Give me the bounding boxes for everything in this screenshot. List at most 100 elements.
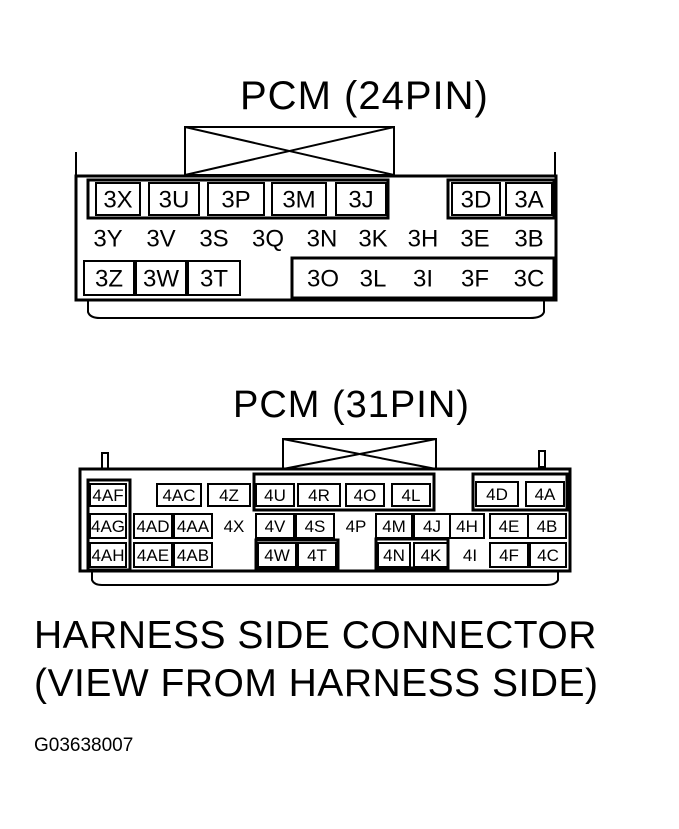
connector-31pin-pin-cavity [173,542,213,568]
connector-31pin-pin-4f: 4F [499,546,519,565]
connector-31pin-pin-cavity [173,513,213,539]
connector-31pin-pin-4h: 4H [456,517,478,536]
connector-24pin-pin-cavity [505,182,553,216]
connector-24pin-pin-3l: 3L [360,266,387,293]
connector-31pin-pin-cavity [257,542,297,568]
connector-31pin-pin-4p: 4P [346,517,367,536]
connector-31pin-pin-cavity [295,513,335,539]
connector-24pin-pin-cavity [187,260,241,296]
connector-31pin-pin-4n: 4N [383,546,405,565]
connector-31pin-pin-cavity [89,513,127,539]
connector-24pin-pin-3k: 3K [358,226,387,253]
connector-24pin-pin-3d: 3D [461,187,492,214]
connector-31pin-pin-cavity [255,483,295,507]
connector-24pin-pin-3f: 3F [461,266,489,293]
connector-24pin-pin-3v: 3V [146,226,175,253]
connector-31pin-pin-4ag: 4AG [91,517,125,536]
connector-31pin-pin-cavity [489,542,529,568]
connector-24pin-pin-3i: 3I [413,266,433,293]
connector-24pin-pin-cavity [271,182,327,216]
connector-31pin-pin-cavity [525,481,565,507]
connector-24pin-pin-3h: 3H [408,226,439,253]
connector-24pin-pin-cavity [207,182,265,216]
connector-31pin-pin-4e: 4E [499,517,520,536]
connector-24pin-pin-3n: 3N [307,226,338,253]
connector-31pin-pin-cavity [345,483,385,507]
connector-24pin-pin-3o: 3O [307,266,339,293]
connector-24pin-pin-3z: 3Z [95,266,123,293]
connector-31pin-pin-4z: 4Z [219,486,239,505]
connector-31pin-group [252,472,436,512]
connector-31pin-pin-4b: 4B [537,517,558,536]
connector-24pin-latch-cross [184,126,395,176]
connector-24pin-pin-3q: 3Q [252,226,284,253]
connector-31pin-pin-4l: 4L [402,486,421,505]
connector-31pin-pin-cavity [133,513,173,539]
connector-31pin-pin-4r: 4R [308,486,330,505]
connector-31pin-pin-4v: 4V [265,517,286,536]
connector-24pin-pin-3w: 3W [143,266,179,293]
connector-31pin-pin-cavity [475,481,519,507]
connector-31pin-pin-cavity [133,542,173,568]
connector-31pin-pin-4w: 4W [264,546,290,565]
connector-31pin-pin-4u: 4U [264,486,286,505]
connector-31pin-pin-4ah: 4AH [91,546,124,565]
connector-31pin-pin-4aa: 4AA [177,517,210,536]
connector-31pin-pin-4t: 4T [307,546,327,565]
connector-24pin-pin-3x: 3X [103,187,132,214]
connector-31pin-pin-4i: 4I [463,546,477,565]
connector-31pin-pin-4a: 4A [535,485,556,504]
connector-31pin-pin-cavity [377,542,411,568]
connector-31pin-pin-4c: 4C [537,546,559,565]
connector-31pin-body [78,467,572,573]
connector-31pin-pin-4k: 4K [421,546,442,565]
connector-31pin-group [86,478,132,572]
connector-24pin-body [74,174,558,302]
connector-24pin-pin-3y: 3Y [93,226,122,253]
connector-31pin-pin-cavity [413,542,449,568]
connector-24pin-pin-3s: 3S [199,226,228,253]
connector-24pin-pin-cavity [83,260,135,296]
connector-31pin-pin-cavity [89,542,127,568]
connector-31pin-pin-4ac: 4AC [162,486,195,505]
connector-24pin-pin-3b: 3B [514,226,543,253]
connector-24pin-pin-3t: 3T [200,266,228,293]
connector-31pin-pin-cavity [156,483,202,507]
connector-31pin-pin-4j: 4J [423,517,441,536]
connector-24pin-pin-3p: 3P [221,187,250,214]
connector-31pin-pin-cavity [297,542,337,568]
caption-line-1: HARNESS SIDE CONNECTOR [34,614,597,657]
connector-31pin-pin-cavity [449,513,485,539]
connector-31pin-base [91,571,559,586]
connector-31pin-group [471,472,569,512]
connector-31pin-pin-4x: 4X [224,517,245,536]
figure-id: G03638007 [34,735,134,756]
connector-31pin-pin-cavity [527,513,567,539]
connector-24pin-pin-3c: 3C [514,266,545,293]
connector-24pin-group [86,178,390,220]
connector-31pin-pin-cavity [255,513,295,539]
connector-31pin-pin-cavity [391,483,431,507]
connector-24pin-pin-3e: 3E [460,226,489,253]
connector-31pin-pin-cavity [89,483,127,507]
connector-24pin-pin-cavity [148,182,200,216]
connector-24pin-pin-3m: 3M [282,187,315,214]
connector-31pin-pin-4ad: 4AD [136,517,169,536]
caption-line-2: (VIEW FROM HARNESS SIDE) [34,662,599,705]
connector-31pin-latch-cross [282,438,437,470]
connector-24pin-pin-cavity [451,182,501,216]
connector-31pin-pin-cavity [207,483,251,507]
connector-31pin-pin-4ae: 4AE [137,546,169,565]
connector-31pin-pin-cavity [375,513,413,539]
connector-31pin-title: PCM (31PIN) [233,384,470,426]
connector-24pin-group [446,178,556,220]
connector-31pin-pin-cavity [529,542,567,568]
connector-24pin-title: PCM (24PIN) [240,74,489,118]
connector-24pin-group [290,256,556,300]
connector-31pin-pin-4af: 4AF [92,486,123,505]
connector-31pin-pin-4d: 4D [486,485,508,504]
connector-31pin-pin-4m: 4M [382,517,406,536]
